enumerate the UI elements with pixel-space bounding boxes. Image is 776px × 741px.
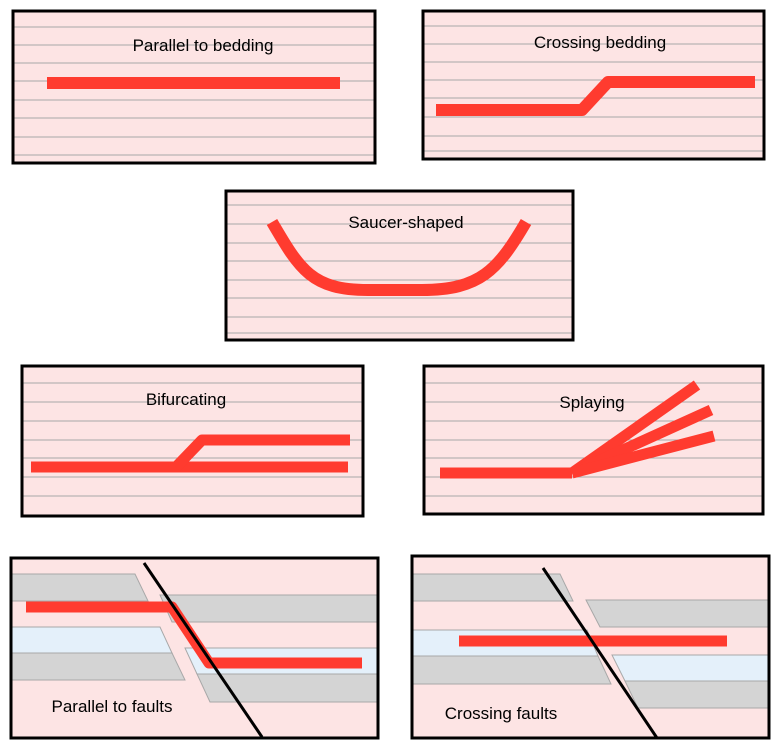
panel-frame: [224, 189, 575, 342]
blue-layer: [10, 626, 173, 654]
panel-crossing-bedding: Crossing bedding: [421, 9, 766, 161]
intrusion-along-fault: [26, 601, 362, 669]
panel-background: [226, 191, 573, 340]
panel-frame: [422, 364, 765, 516]
panel-label: Splaying: [559, 393, 624, 412]
panel-parallel-to-bedding: Parallel to bedding: [11, 9, 377, 165]
grey-layer: [624, 680, 770, 709]
grey-layer: [196, 673, 379, 703]
panel-frame: [11, 9, 377, 165]
panel-bifurcating: Bifurcating: [20, 364, 365, 518]
grey-layer: [585, 599, 770, 628]
splay-branch-lower: [570, 430, 716, 479]
displaced-strata: [411, 573, 770, 709]
panel-parallel-to-faults: Parallel to faults: [9, 556, 380, 740]
grey-layer: [10, 573, 149, 602]
panel-saucer-shaped: Saucer-shaped: [224, 189, 575, 342]
panel-frame: [421, 9, 766, 161]
panel-label: Saucer-shaped: [348, 213, 463, 232]
grey-layer: [10, 652, 186, 681]
grey-layer: [411, 655, 612, 685]
bifurcating-branch: [172, 434, 350, 471]
panel-label: Crossing bedding: [534, 33, 666, 52]
panel-label: Parallel to faults: [52, 697, 173, 716]
panel-crossing-faults: Crossing faults: [410, 554, 771, 740]
fault-line: [142, 562, 264, 738]
transgressive-intrusion: [436, 76, 755, 116]
panel-frame: [20, 364, 365, 518]
panel-frame: [9, 556, 380, 740]
panel-label: Crossing faults: [445, 704, 557, 723]
grey-layer: [159, 594, 379, 623]
panel-label: Parallel to bedding: [133, 36, 274, 55]
fault-line: [541, 567, 659, 739]
panel-label: Bifurcating: [146, 390, 226, 409]
blue-layer: [611, 654, 770, 682]
saucer-intrusion: [266, 218, 532, 296]
panel-frame: [410, 554, 771, 740]
panel-splaying: Splaying: [422, 364, 765, 516]
